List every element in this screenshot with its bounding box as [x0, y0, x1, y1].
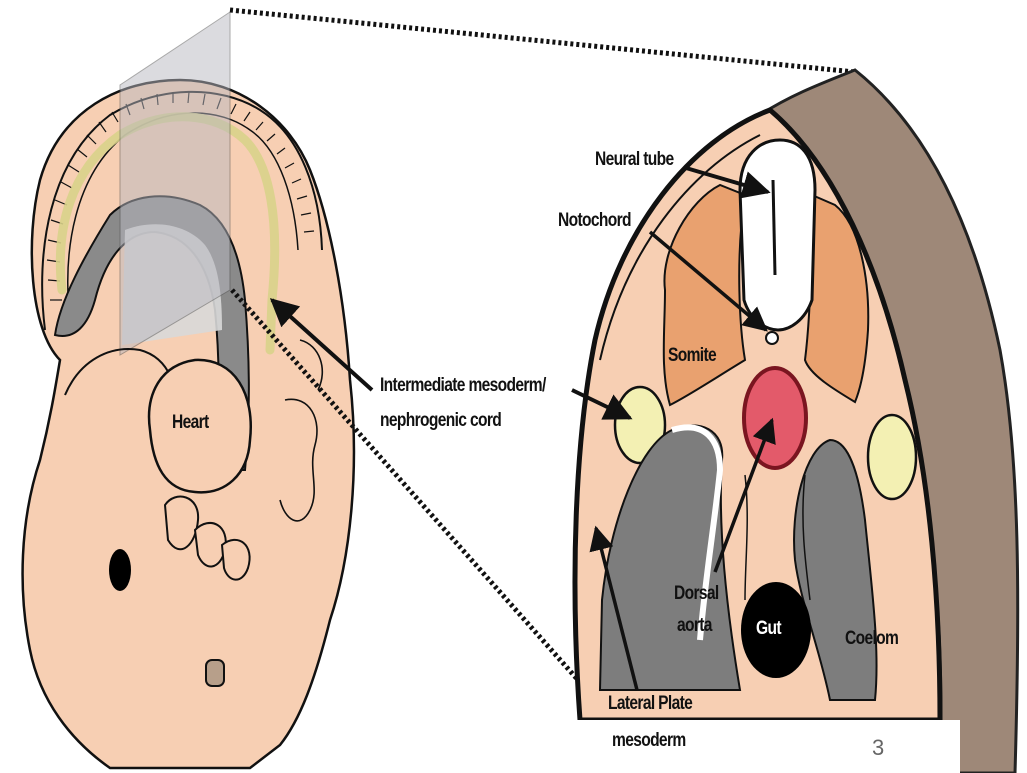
slide-number: 3 [872, 735, 884, 761]
cross-section [560, 70, 1018, 773]
label-neural-tube: Neural tube [595, 149, 673, 171]
neural-canal [773, 180, 775, 275]
label-notochord: Notochord [558, 210, 631, 232]
label-coelom: Coelom [845, 628, 898, 650]
label-dorsal-line2: aorta [677, 615, 712, 637]
label-somite: Somite [668, 345, 716, 367]
label-gut: Gut [756, 618, 781, 640]
dorsal-aorta [744, 368, 806, 468]
neural-tube [740, 140, 815, 330]
dotted-connector-top [230, 10, 855, 72]
label-intermediate-line1: Intermediate mesoderm/ [380, 375, 546, 397]
label-dorsal-line1: Dorsal [674, 583, 719, 605]
label-lateral-line1: Lateral Plate [608, 693, 692, 715]
intermediate-mesoderm-right [868, 415, 916, 499]
small-bud [206, 660, 224, 686]
label-intermediate-line2: nephrogenic cord [380, 410, 501, 432]
notochord [766, 332, 778, 344]
label-lateral-line2: mesoderm [612, 730, 686, 752]
eye-spot [109, 549, 131, 591]
label-heart: Heart [172, 412, 209, 434]
